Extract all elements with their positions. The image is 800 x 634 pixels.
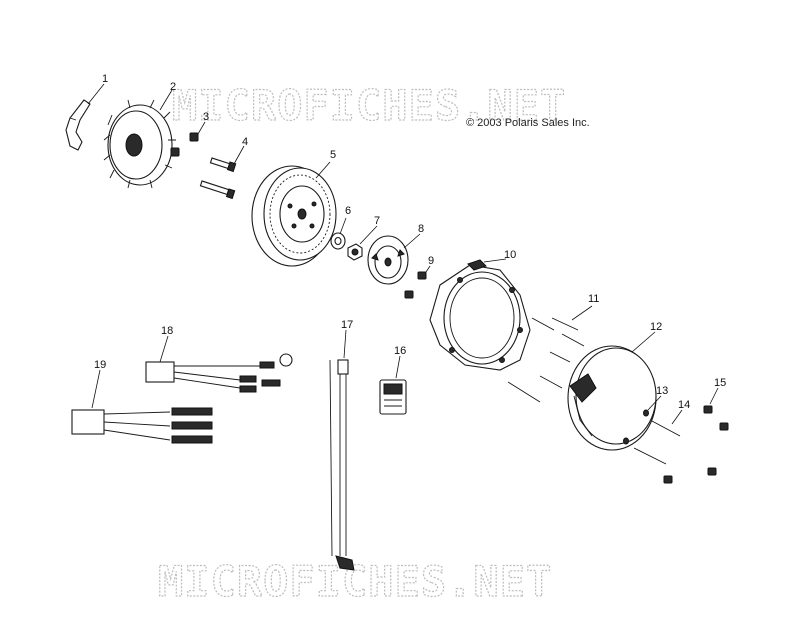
callout-9: 9 [428, 255, 434, 267]
part-17-harness[interactable] [329, 359, 355, 571]
callout-4: 4 [242, 136, 248, 148]
callout-14: 14 [678, 399, 690, 411]
callout-16: 16 [394, 345, 406, 357]
callout-1: 1 [102, 73, 108, 85]
callout-11: 11 [588, 293, 599, 305]
part-19-harness[interactable] [71, 407, 213, 444]
copyright-notice: © 2003 Polaris Sales Inc. [466, 117, 590, 129]
part-2-stator[interactable] [103, 99, 176, 189]
part-5-flywheel[interactable] [251, 165, 337, 267]
part-3-screw[interactable] [170, 132, 199, 157]
part-6-washer[interactable] [330, 232, 346, 250]
part-10-housing[interactable] [429, 259, 531, 371]
part-4-bolts[interactable] [199, 157, 237, 200]
callout-13: 13 [656, 385, 668, 397]
part-1-bracket[interactable] [65, 99, 91, 151]
callout-15: 15 [714, 377, 726, 389]
callout-2: 2 [170, 81, 176, 93]
callout-12: 12 [650, 321, 662, 333]
watermark-top: MICROFICHES.NET [172, 81, 566, 130]
part-18-connector[interactable] [145, 353, 293, 393]
callout-19: 19 [94, 359, 106, 371]
part-15-screws[interactable] [663, 405, 729, 484]
callout-18: 18 [161, 325, 173, 337]
watermark-bottom: MICROFICHES.NET [158, 557, 552, 606]
part-12-recoil-starter[interactable] [567, 345, 657, 451]
part-14-bolts[interactable] [633, 420, 681, 465]
part-13-washers[interactable] [623, 409, 649, 445]
part-16-rectifier[interactable] [379, 379, 407, 415]
callout-10: 10 [504, 249, 516, 261]
callout-7: 7 [374, 215, 380, 227]
callout-17: 17 [341, 319, 353, 331]
callout-3: 3 [203, 111, 209, 123]
callout-6: 6 [345, 205, 351, 217]
part-7-nut[interactable] [347, 243, 363, 261]
part-9-screws[interactable] [404, 271, 427, 299]
callout-8: 8 [418, 223, 424, 235]
callout-5: 5 [330, 149, 336, 161]
part-8-starter-cup[interactable] [367, 235, 409, 285]
part-11-bolts[interactable] [507, 317, 585, 403]
